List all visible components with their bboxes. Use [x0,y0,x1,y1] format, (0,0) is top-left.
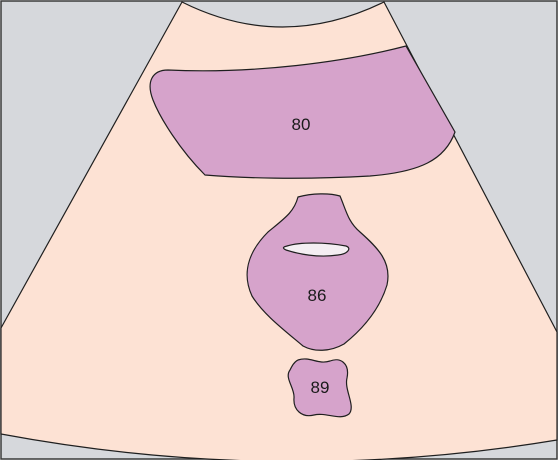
label-lower-structure: 89 [311,378,330,397]
label-middle-structure: 86 [308,286,327,305]
label-upper-structure: 80 [292,115,311,134]
